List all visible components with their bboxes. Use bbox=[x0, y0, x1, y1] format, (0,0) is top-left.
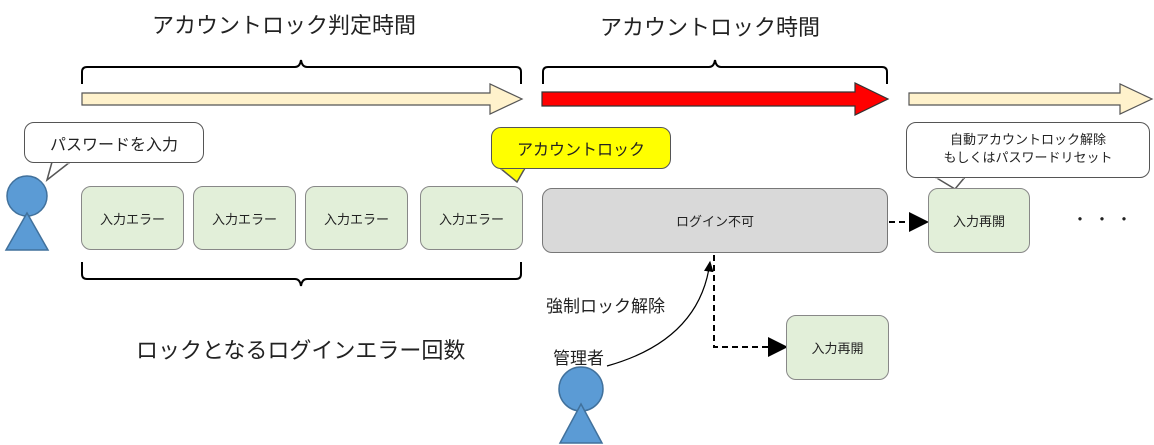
forced-unlock-label: 強制ロック解除 bbox=[546, 297, 665, 317]
password-input-bubble-text: パスワードを入力 bbox=[49, 134, 178, 154]
lock-period-title: アカウントロック時間 bbox=[600, 16, 821, 41]
user-person-icon bbox=[4, 175, 50, 251]
admin-label: 管理者 bbox=[553, 349, 604, 369]
admin-unlock-arrow bbox=[606, 260, 714, 367]
top-brace-judge bbox=[81, 59, 522, 84]
arrow-judge-period bbox=[81, 83, 524, 115]
admin-resume-box: 入力再開 bbox=[786, 315, 889, 380]
input-error-box: 入力エラー bbox=[81, 186, 184, 250]
password-input-bubble: パスワードを入力 bbox=[24, 122, 204, 163]
input-error-box: 入力エラー bbox=[420, 186, 523, 250]
auto-release-bubble-line2: もしくはパスワードリセット bbox=[943, 151, 1113, 166]
input-error-box: 入力エラー bbox=[193, 186, 296, 250]
account-lock-bubble: アカウントロック bbox=[491, 127, 671, 169]
auto-release-bubble: 自動アカウントロック解除 もしくはパスワードリセット bbox=[906, 122, 1150, 178]
error-count-title: ロックとなるログインエラー回数 bbox=[136, 339, 466, 364]
login-disabled-box: ログイン不可 bbox=[542, 188, 888, 253]
judge-period-title: アカウントロック判定時間 bbox=[152, 14, 417, 39]
bubble-tail-account-lock bbox=[499, 167, 526, 184]
arrow-after-period bbox=[908, 83, 1154, 115]
continuation-ellipsis: ・・・ bbox=[1072, 210, 1139, 229]
account-lock-bubble-text: アカウントロック bbox=[516, 140, 645, 159]
admin-person-icon bbox=[558, 366, 604, 444]
auto-resume-box: 入力再開 bbox=[928, 188, 1030, 253]
input-error-box: 入力エラー bbox=[305, 186, 408, 250]
auto-release-bubble-line1: 自動アカウントロック解除 bbox=[949, 133, 1106, 148]
bubble-tail-password bbox=[45, 161, 71, 182]
bottom-brace-errors bbox=[81, 262, 522, 287]
arrow-lock-period bbox=[541, 82, 890, 116]
top-brace-lock bbox=[542, 59, 888, 84]
dashed-arrow-to-admin-resume bbox=[713, 255, 788, 357]
